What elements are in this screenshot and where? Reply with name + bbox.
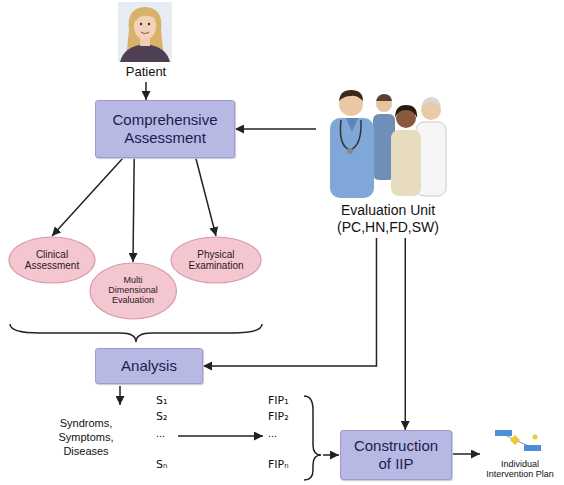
patient-photo: [118, 2, 172, 62]
process-box: Construction of IIP: [340, 430, 452, 480]
node-label: Physical Examination: [182, 249, 250, 271]
arrow: [323, 454, 339, 456]
node-label: Clinical Assessment: [19, 249, 84, 271]
text-group: Multi Dimensional Evaluation: [100, 276, 165, 306]
text-group: Evaluation Unit (PC,HN,FD,SW): [318, 202, 458, 236]
node-label: Analysis: [121, 357, 177, 375]
list-item: FIP₁: [268, 394, 302, 408]
text-group: Patient: [126, 64, 166, 80]
node-label: Multi Dimensional Evaluation: [100, 276, 165, 306]
plan-icon: [495, 430, 541, 451]
connector-arrow: [235, 128, 316, 130]
team-photo: [330, 90, 446, 198]
node-label: Evaluation Unit (PC,HN,FD,SW): [318, 202, 458, 236]
arrow: [178, 435, 263, 437]
list-item: FIP₂: [268, 410, 302, 424]
connector-arrow: [405, 238, 407, 430]
list-item: ...: [156, 426, 180, 440]
brace: [304, 396, 321, 480]
list-item: S₁: [156, 394, 180, 408]
text-group: Individual Intervention Plan: [482, 460, 558, 480]
list-heading: Syndroms, Symptoms, Diseases: [36, 416, 136, 458]
plan-figure: Individual Intervention Plan: [480, 426, 560, 482]
list-item: Sₙ: [156, 458, 180, 472]
text-group: Physical Examination: [182, 249, 250, 271]
assessment-ellipse: Clinical Assessment: [8, 236, 96, 284]
list-item: FIPₙ: [268, 458, 302, 472]
node-label: Individual Intervention Plan: [482, 460, 558, 480]
team-figure: Evaluation Unit (PC,HN,FD,SW): [316, 86, 460, 238]
connector-arrow: [196, 158, 216, 236]
process-box: Analysis: [95, 348, 203, 384]
arrow: [119, 386, 121, 405]
connector-arrow: [52, 158, 123, 236]
node-label: Construction of IIP: [347, 437, 445, 473]
list-item: S₂: [156, 410, 180, 424]
node-label: Patient: [126, 64, 166, 80]
list-item: ...: [268, 426, 302, 440]
brace: [10, 324, 262, 342]
text-group: Comprehensive Assessment: [102, 111, 228, 147]
node-label: Comprehensive Assessment: [102, 111, 228, 147]
connector-arrow: [452, 453, 480, 455]
assessment-ellipse: Physical Examination: [170, 236, 262, 284]
patient-figure: Patient: [108, 0, 184, 82]
connector-arrow: [145, 82, 147, 100]
text-group: Construction of IIP: [347, 437, 445, 473]
process-box: Comprehensive Assessment: [95, 100, 235, 158]
text-group: Clinical Assessment: [19, 249, 84, 271]
text-group: Analysis: [121, 357, 177, 375]
connector-arrow: [133, 158, 134, 262]
assessment-ellipse: Multi Dimensional Evaluation: [89, 262, 177, 320]
